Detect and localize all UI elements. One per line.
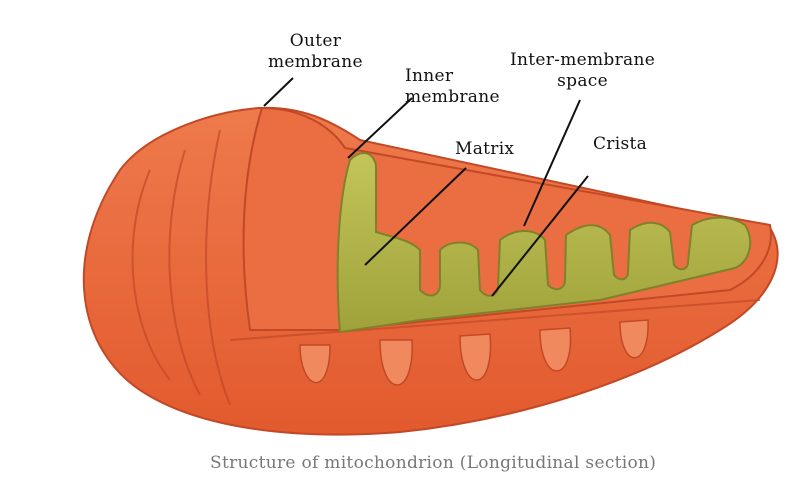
label-line: Inter-membrane: [510, 50, 656, 70]
figure-caption: Structure of mitochondrion (Longitudinal…: [210, 453, 657, 473]
label-inner-membrane: Inner membrane: [405, 66, 500, 108]
label-line: membrane: [268, 52, 363, 72]
lower-cristae: [299, 319, 649, 386]
label-line: Inner: [405, 66, 454, 86]
label-inter-membrane-space: Inter-membrane space: [510, 50, 655, 92]
outer-cap-ridges: [131, 129, 761, 406]
label-line: space: [557, 71, 608, 91]
matrix-region: [336, 152, 752, 334]
label-crista: Crista: [593, 134, 648, 154]
leader-lines: [263, 77, 589, 297]
label-line: Outer: [289, 31, 342, 51]
label-line: membrane: [405, 87, 500, 107]
label-matrix: Matrix: [455, 139, 515, 159]
label-outer-membrane: Outer membrane: [268, 31, 363, 73]
